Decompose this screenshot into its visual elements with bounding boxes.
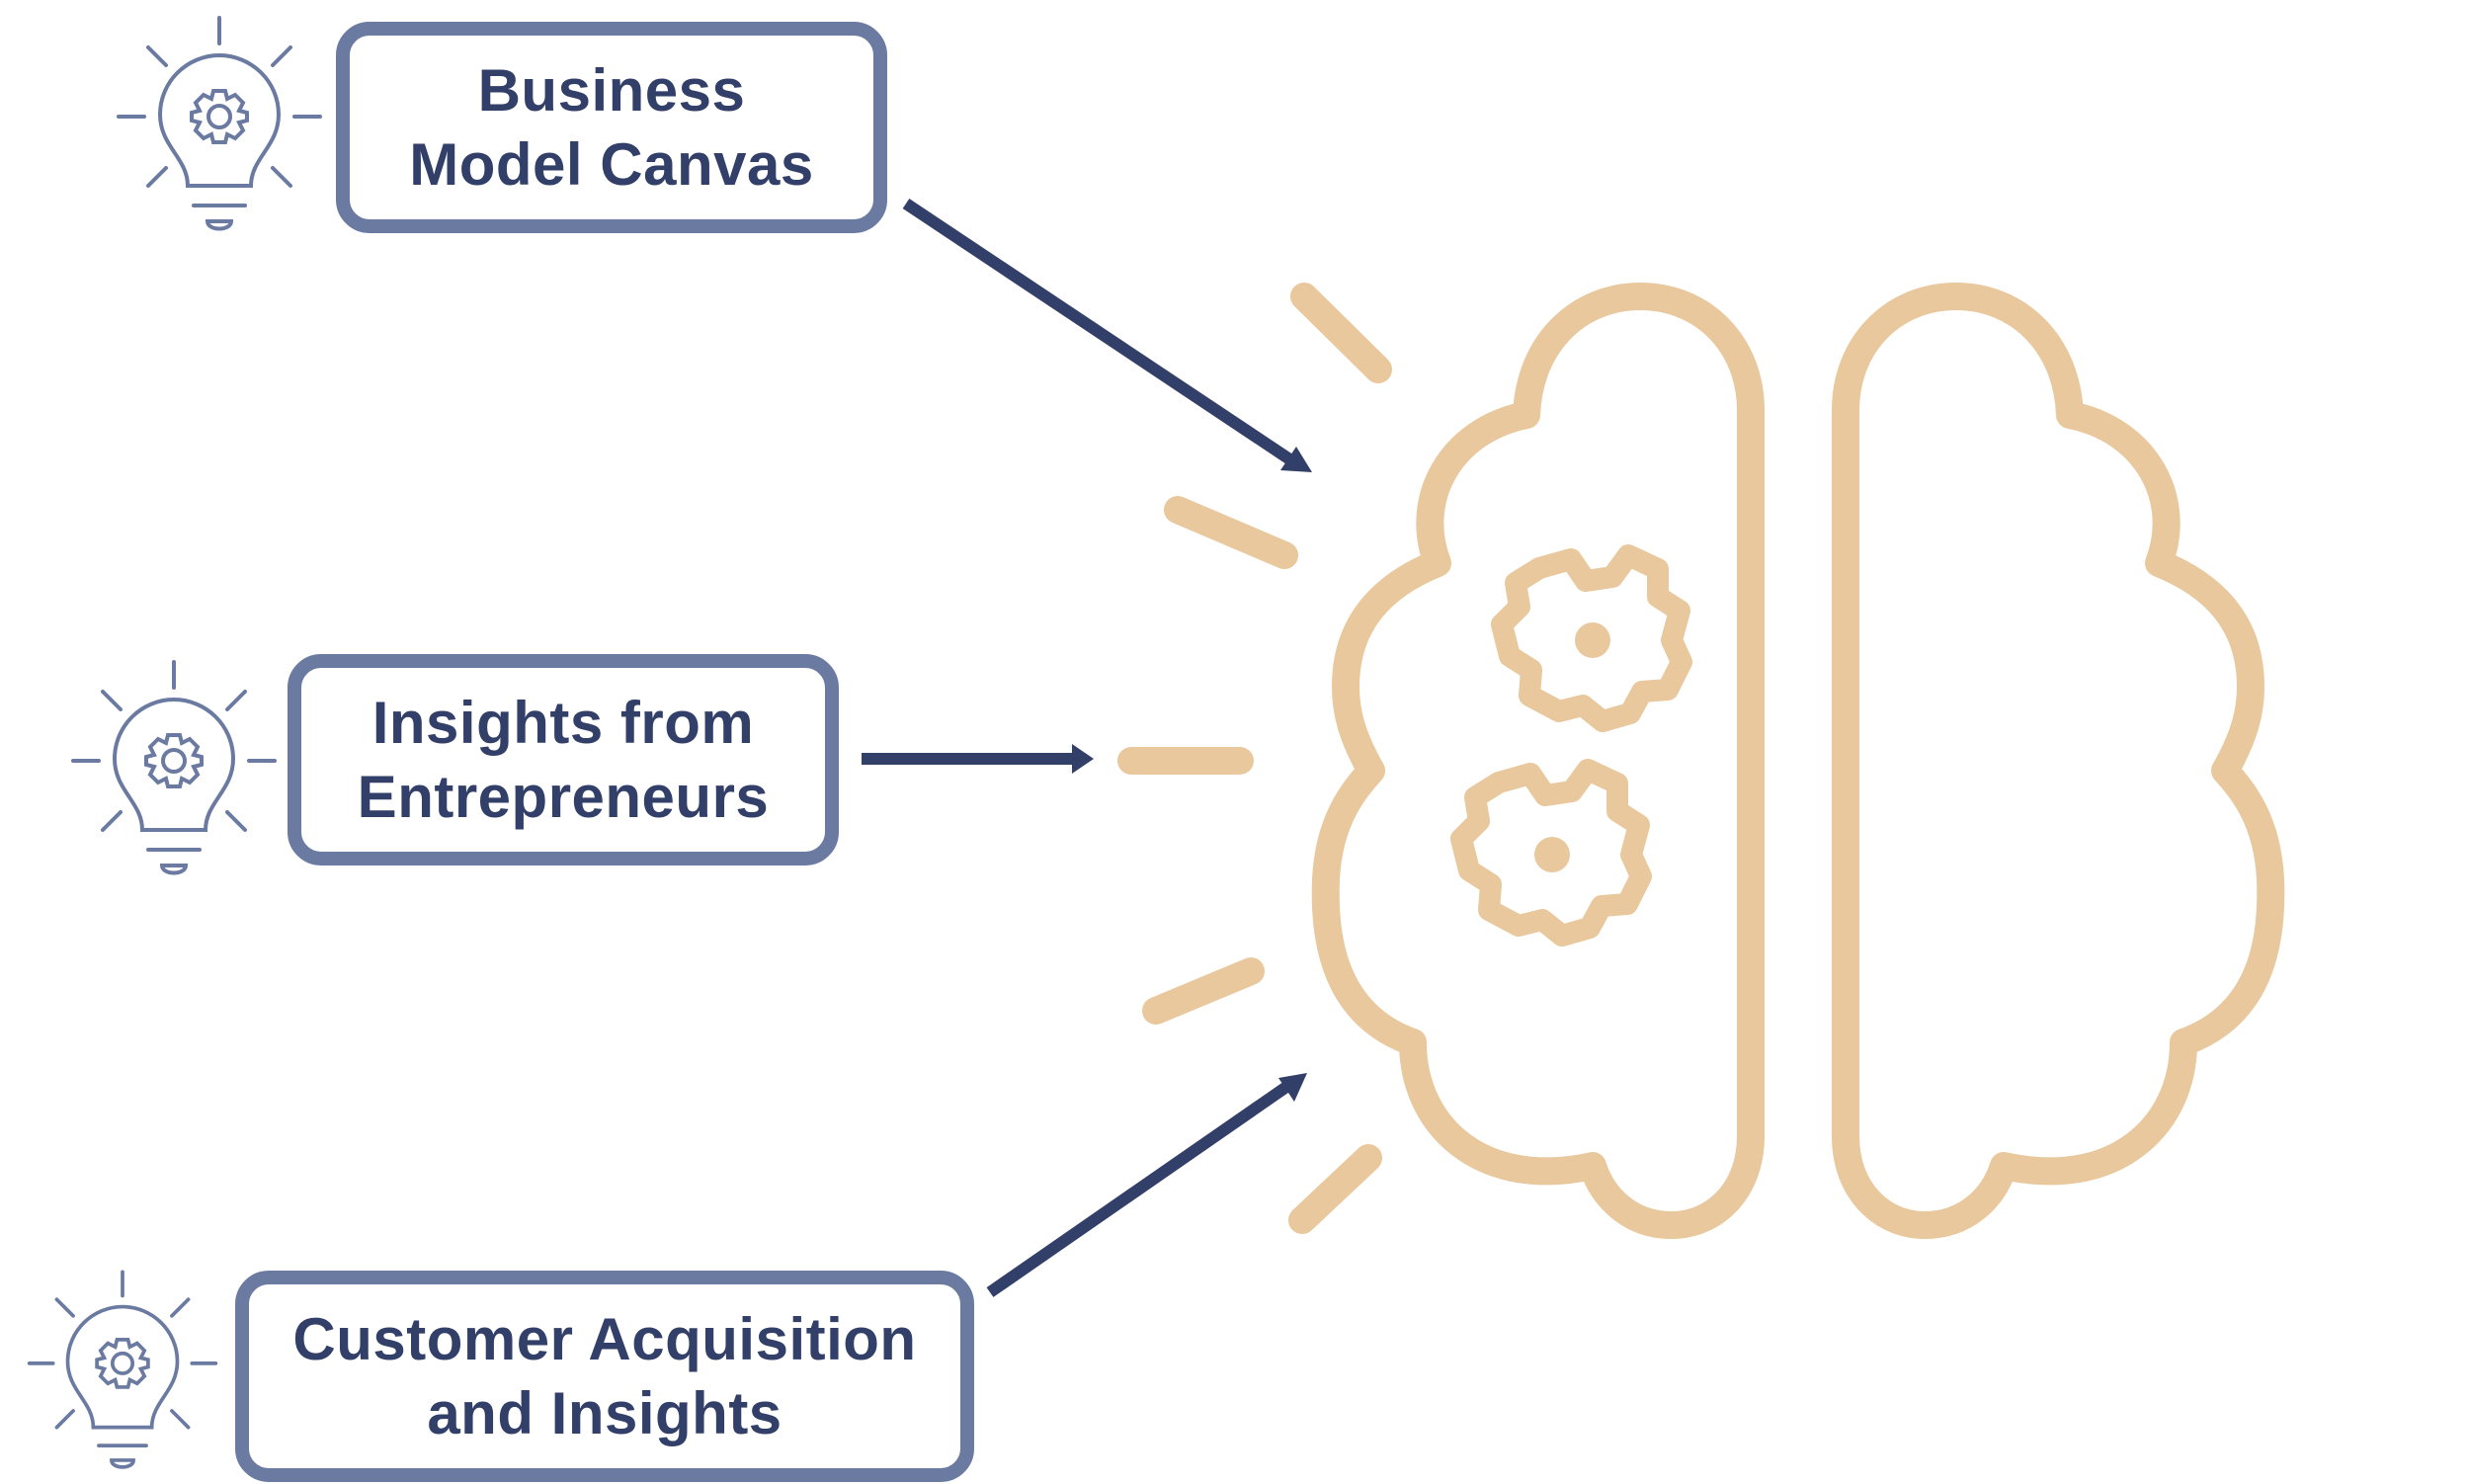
insights-from-entrepreneurs-box: Insights from Entrepreneurs (288, 654, 839, 866)
lightbulb-gear-icon (27, 1270, 218, 1469)
customer-acquisition-label: Customer Acquisition and Insights (292, 1306, 917, 1446)
arrow-business-model-canvas (902, 199, 1298, 467)
gear-lower (1450, 759, 1652, 947)
brain-right-hemisphere (1832, 283, 2285, 1239)
arrowhead-insights-from-entrepreneurs (1072, 744, 1094, 774)
brain-left-hemisphere (1311, 283, 1765, 1239)
lightbulb-gear-icon (71, 660, 277, 875)
ray-bottom (1288, 1144, 1382, 1234)
connector-arrows (862, 199, 1312, 1297)
business-model-canvas-box: Business Model Canvas (336, 22, 887, 233)
arrow-customer-acquisition (986, 1080, 1293, 1297)
business-model-canvas-label: Business Model Canvas (409, 57, 814, 198)
ray-upper (1164, 496, 1298, 569)
lightbulb-gear-icon (117, 16, 322, 231)
ray-lower (1142, 957, 1265, 1025)
arrowhead-customer-acquisition (1278, 1073, 1307, 1102)
arrowhead-business-model-canvas (1280, 447, 1312, 472)
gear-upper (1491, 544, 1692, 732)
customer-acquisition-box: Customer Acquisition and Insights (235, 1271, 974, 1482)
brain-gears-icon (1117, 283, 2285, 1239)
ray-top (1290, 283, 1392, 383)
insights-from-entrepreneurs-label: Insights from Entrepreneurs (357, 690, 770, 830)
